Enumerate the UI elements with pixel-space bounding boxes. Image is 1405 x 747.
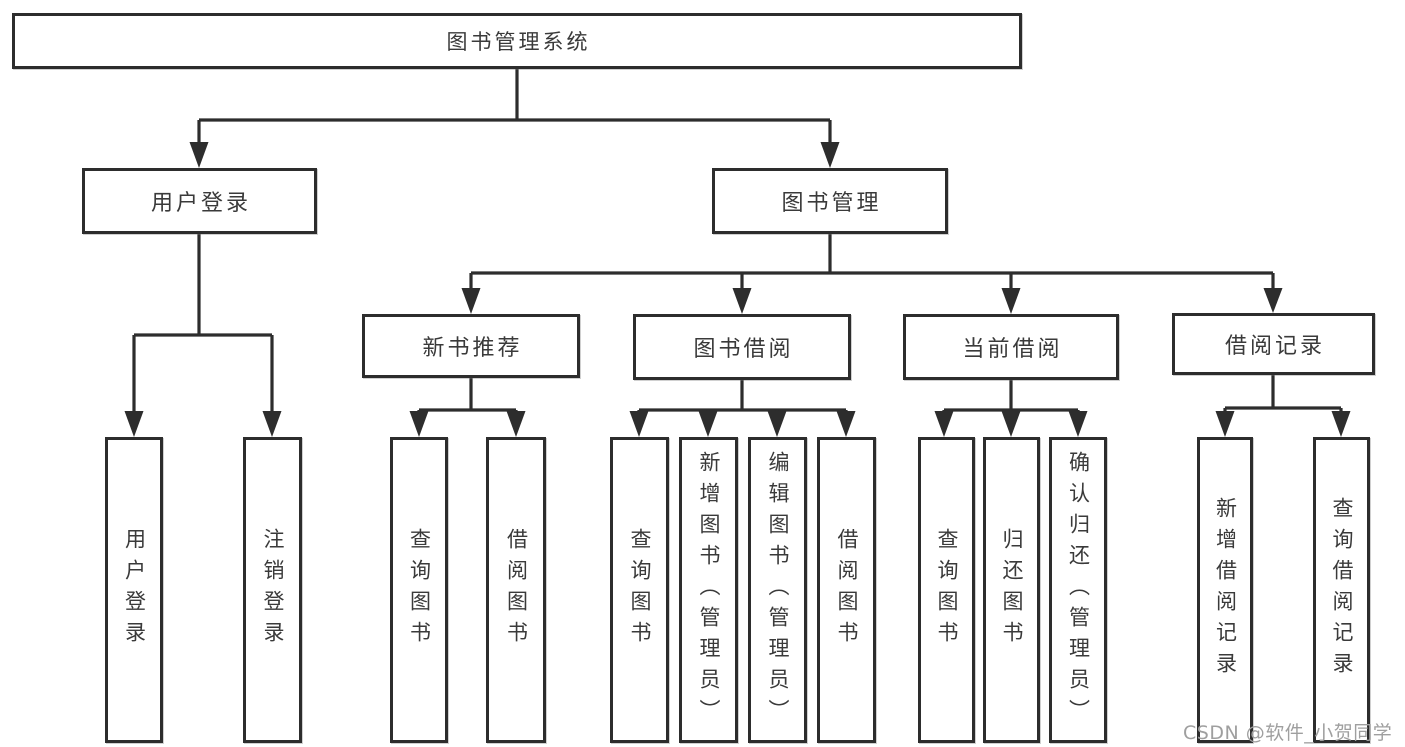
arrow-down-icon bbox=[262, 411, 282, 437]
connector-userlogin-to-leaves bbox=[134, 234, 272, 337]
arrow-down-icon bbox=[732, 288, 752, 314]
leaf-newbook-borrow-books: 借阅图书 bbox=[486, 437, 546, 743]
leaf-record-add-borrow-record: 新增借阅记录 bbox=[1197, 437, 1253, 743]
arrow-down-icon bbox=[409, 411, 429, 437]
arrow-down-icon bbox=[461, 288, 481, 314]
arrow-down-icon bbox=[1001, 411, 1021, 437]
connector-borrowrecord-to-leaves bbox=[1225, 375, 1341, 410]
connector-currentborrow-to-leaves bbox=[944, 380, 1078, 412]
node-user-login: 用户登录 bbox=[82, 168, 317, 234]
arrow-down-icon bbox=[629, 411, 649, 437]
arrow-down-icon bbox=[820, 142, 840, 168]
leaf-current-return-books: 归还图书 bbox=[983, 437, 1040, 743]
node-new-book-recommendation: 新书推荐 bbox=[362, 314, 580, 378]
node-borrowing-records: 借阅记录 bbox=[1172, 313, 1375, 375]
leaf-borrowing-add-books-admin: 新增图书（管理员） bbox=[679, 437, 738, 743]
arrow-down-icon bbox=[1215, 411, 1235, 437]
node-book-borrowing: 图书借阅 bbox=[633, 314, 851, 380]
arrow-down-icon bbox=[767, 411, 787, 437]
arrow-down-icon bbox=[1331, 411, 1351, 437]
csdn-watermark: CSDN @软件_小贺同学 bbox=[1183, 722, 1393, 744]
leaf-borrowing-borrow-books: 借阅图书 bbox=[817, 437, 876, 743]
leaf-newbook-query-books: 查询图书 bbox=[390, 437, 448, 743]
connector-root-to-level2 bbox=[199, 69, 830, 122]
connector-bookmgmt-to-level3 bbox=[471, 234, 1273, 275]
leaf-logout: 注销登录 bbox=[243, 437, 302, 743]
leaf-borrowing-query-books: 查询图书 bbox=[610, 437, 669, 743]
arrow-down-icon bbox=[506, 411, 526, 437]
connector-bookborrow-to-leaves bbox=[639, 380, 846, 412]
arrow-down-icon bbox=[836, 411, 856, 437]
leaf-borrowing-edit-books-admin: 编辑图书（管理员） bbox=[748, 437, 807, 743]
node-current-borrowing: 当前借阅 bbox=[903, 314, 1119, 380]
leaf-current-confirm-return-admin: 确认归还（管理员） bbox=[1049, 437, 1107, 743]
node-book-management: 图书管理 bbox=[712, 168, 948, 234]
leaf-current-query-books: 查询图书 bbox=[918, 437, 975, 743]
arrow-down-icon bbox=[189, 142, 209, 168]
leaf-record-query-borrow-record: 查询借阅记录 bbox=[1313, 437, 1370, 743]
arrow-down-icon bbox=[934, 411, 954, 437]
arrow-down-icon bbox=[124, 411, 144, 437]
arrow-down-icon bbox=[1001, 288, 1021, 314]
arrow-down-icon bbox=[698, 411, 718, 437]
arrow-down-icon bbox=[1068, 411, 1088, 437]
arrow-down-icon bbox=[1263, 288, 1283, 313]
node-library-management-system: 图书管理系统 bbox=[12, 13, 1022, 69]
leaf-user-login: 用户登录 bbox=[105, 437, 163, 743]
connector-newbook-to-leaves bbox=[419, 378, 516, 412]
